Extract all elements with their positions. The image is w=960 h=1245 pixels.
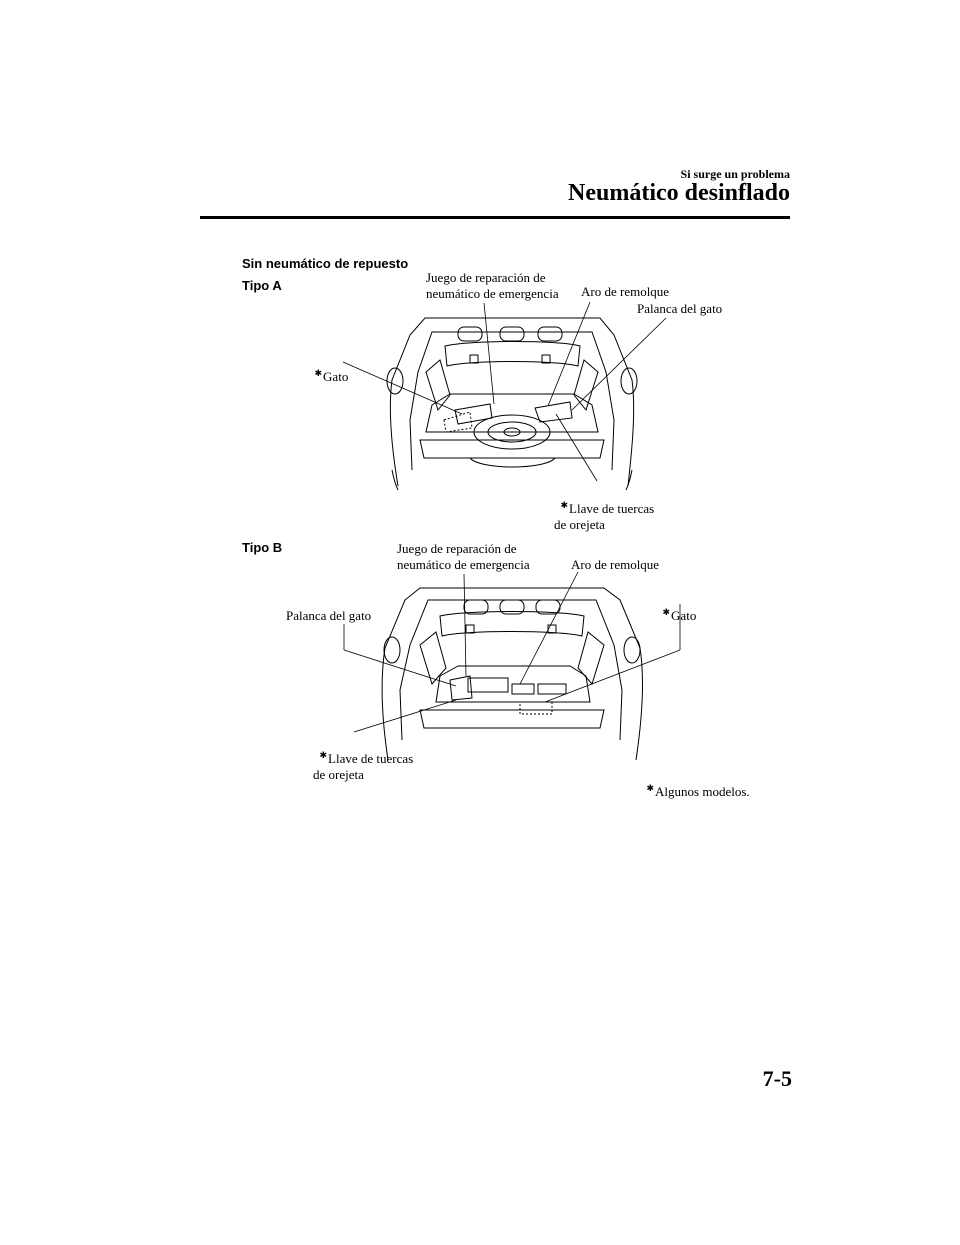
footnote-star-icon: ✱ (560, 500, 569, 510)
type-a-repair-kit-callout: Juego de reparación de neumático de emer… (426, 270, 559, 301)
footnote: ✱Algunos modelos. (646, 783, 750, 799)
page-number: 7-5 (762, 1066, 792, 1091)
type-b-repair-kit-callout: Juego de reparación de neumático de emer… (397, 541, 530, 572)
header-rule (200, 216, 790, 219)
type-b-label: Tipo B (242, 540, 283, 555)
type-a-jack-callout: ✱Gato (314, 368, 349, 384)
section-label: Si surge un problema (680, 167, 790, 181)
type-b-cargo-illustration (381, 587, 644, 761)
type-a-tow-ring-callout: Aro de remolque (581, 284, 670, 299)
type-a-jack-lever-callout: Palanca del gato (637, 301, 723, 316)
type-b-leader-lines (343, 571, 681, 733)
type-b-jack-callout: ✱Gato (662, 607, 697, 623)
section-heading: Sin neumático de repuesto (242, 256, 409, 271)
type-a-cargo-illustration (386, 317, 638, 491)
type-b-lug-wrench-callout: ✱Llave de tuercas de orejeta (313, 750, 414, 782)
footnote-star-icon: ✱ (314, 368, 323, 378)
footnote-star-icon: ✱ (319, 750, 328, 760)
footnote-star-icon: ✱ (662, 607, 671, 617)
footnote-star-icon: ✱ (646, 783, 655, 793)
type-b-jack-lever-callout: Palanca del gato (286, 608, 372, 623)
type-a-leader-lines (342, 301, 667, 482)
type-b-tow-ring-callout: Aro de remolque (571, 557, 660, 572)
type-a-label: Tipo A (242, 278, 282, 293)
type-a-lug-wrench-callout: ✱Llave de tuercas de orejeta (554, 500, 655, 532)
page-title: Neumático desinflado (568, 180, 790, 206)
